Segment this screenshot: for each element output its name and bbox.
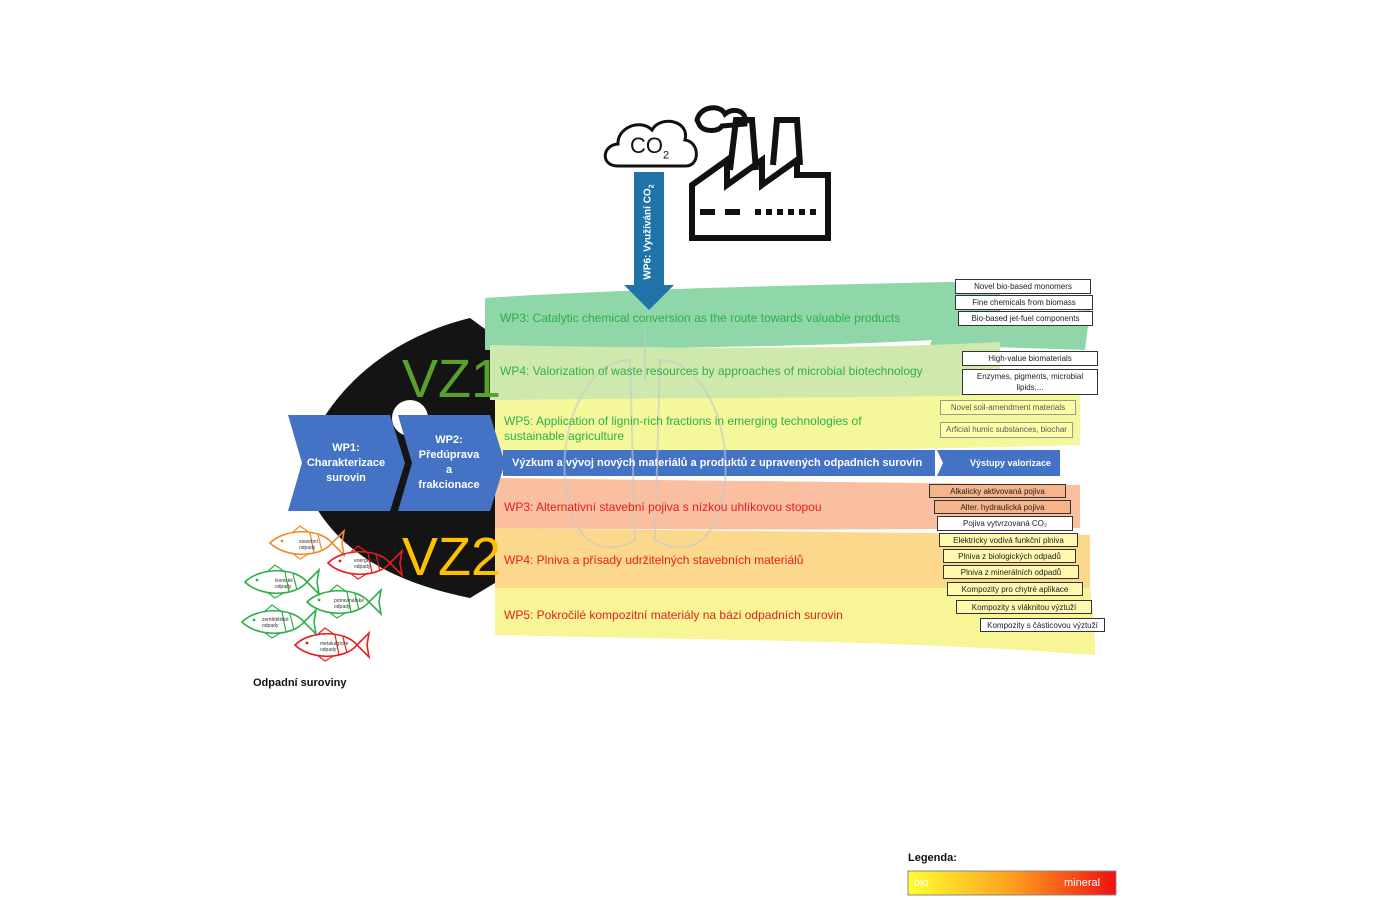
- output-box: Enzymes, pigments, microbial lipids,...: [962, 369, 1098, 395]
- fish-label: potravinářské odpady: [334, 598, 365, 610]
- vz1-label: VZ1: [402, 349, 502, 409]
- fish-icon: [326, 545, 404, 580]
- band-vz2-wp5: [495, 588, 1095, 655]
- output-arrow: [937, 450, 1060, 476]
- output-box: Pojiva vytvrzovaná CO₂: [937, 516, 1073, 531]
- band-vz1-wp3: [485, 282, 1000, 350]
- factory-icon: [689, 105, 831, 241]
- chevron-wp2-shape: [398, 415, 505, 511]
- legend-title: Legenda:: [908, 852, 957, 864]
- output-box: Kompozity pro chytré aplikace: [947, 582, 1083, 596]
- fish-label: zemědělské odpady: [262, 617, 289, 629]
- output-box: Elektricky vodivá funkční plniva: [939, 533, 1078, 547]
- fish-label: stavební odpady: [299, 539, 318, 551]
- chevron-wp1-shape: [288, 415, 405, 511]
- output-box: Bio-based jet-fuel components: [958, 311, 1093, 326]
- vz1-wp3-label: WP3: Catalytic chemical conversion as th…: [500, 311, 901, 325]
- vz1-wp5-label: WP5: Application of lignin-rich fraction…: [504, 414, 862, 443]
- fish-icon: [305, 584, 383, 619]
- output-arrow-label: Výstupy valorizace: [970, 458, 1052, 468]
- waste-title: Odpadní suroviny: [253, 677, 347, 689]
- wp6-arrow-shaft: [634, 172, 664, 287]
- output-box: Arficial humic substances, biochar: [940, 422, 1073, 438]
- output-box: Kompozity s vláknitou výztuží: [956, 600, 1092, 614]
- output-box: Fine chemicals from biomass: [955, 295, 1093, 310]
- output-box: Novel bio-based monomers: [955, 279, 1091, 294]
- output-box: Plniva z biologických odpadů: [943, 549, 1076, 563]
- vz1-wp4-label: WP4: Valorization of waste resources by …: [500, 364, 923, 378]
- band-vz1-wp4: [490, 342, 1000, 401]
- lungs-watermark-icon: [563, 330, 727, 549]
- band-vz1-wp5: [495, 395, 1080, 452]
- fish-label: lesnické odpady: [275, 578, 294, 590]
- legend-bio-label: bio: [914, 877, 929, 889]
- output-box: Alkalicky aktivovaná pojiva: [929, 484, 1066, 498]
- fish-label: energetické odpady: [354, 558, 380, 570]
- wp6-arrow-head: [624, 285, 674, 310]
- fish-label: metalurgické odpady: [320, 641, 349, 653]
- output-box: High-value biomaterials: [962, 351, 1098, 366]
- legend-gradient-bar: [907, 870, 1117, 896]
- fish-icon: [240, 604, 318, 639]
- co2-label: CO2: [630, 133, 670, 162]
- legend-mineral-label: mineral: [1064, 877, 1101, 889]
- fish-icon: [293, 627, 371, 662]
- fish-icon: [268, 525, 346, 560]
- output-box: Novel soil-amendment materials: [940, 400, 1076, 415]
- main-bar-label: Výzkum a vývoj nových materiálů a produk…: [512, 457, 923, 469]
- vz2-wp3-label: WP3: Alternativní stavební pojiva s nízk…: [504, 500, 822, 514]
- wp6-label: WP6: Využívání CO2: [642, 184, 656, 280]
- output-box: Plniva z minerálních odpadů: [943, 565, 1079, 579]
- vz2-wp4-label: WP4: Plniva a přísady udržitelných stave…: [504, 553, 804, 567]
- fish-icon: [243, 564, 321, 599]
- output-box: Kompozity s částicovou výztuží: [980, 618, 1105, 632]
- output-box: Alter. hydraulická pojiva: [934, 500, 1071, 514]
- vz2-label: VZ2: [402, 527, 502, 587]
- vz2-wp5-label: WP5: Pokročilé kompozitní materiály na b…: [504, 608, 843, 622]
- co2-cloud-icon: [603, 119, 698, 168]
- main-bar: [503, 450, 935, 476]
